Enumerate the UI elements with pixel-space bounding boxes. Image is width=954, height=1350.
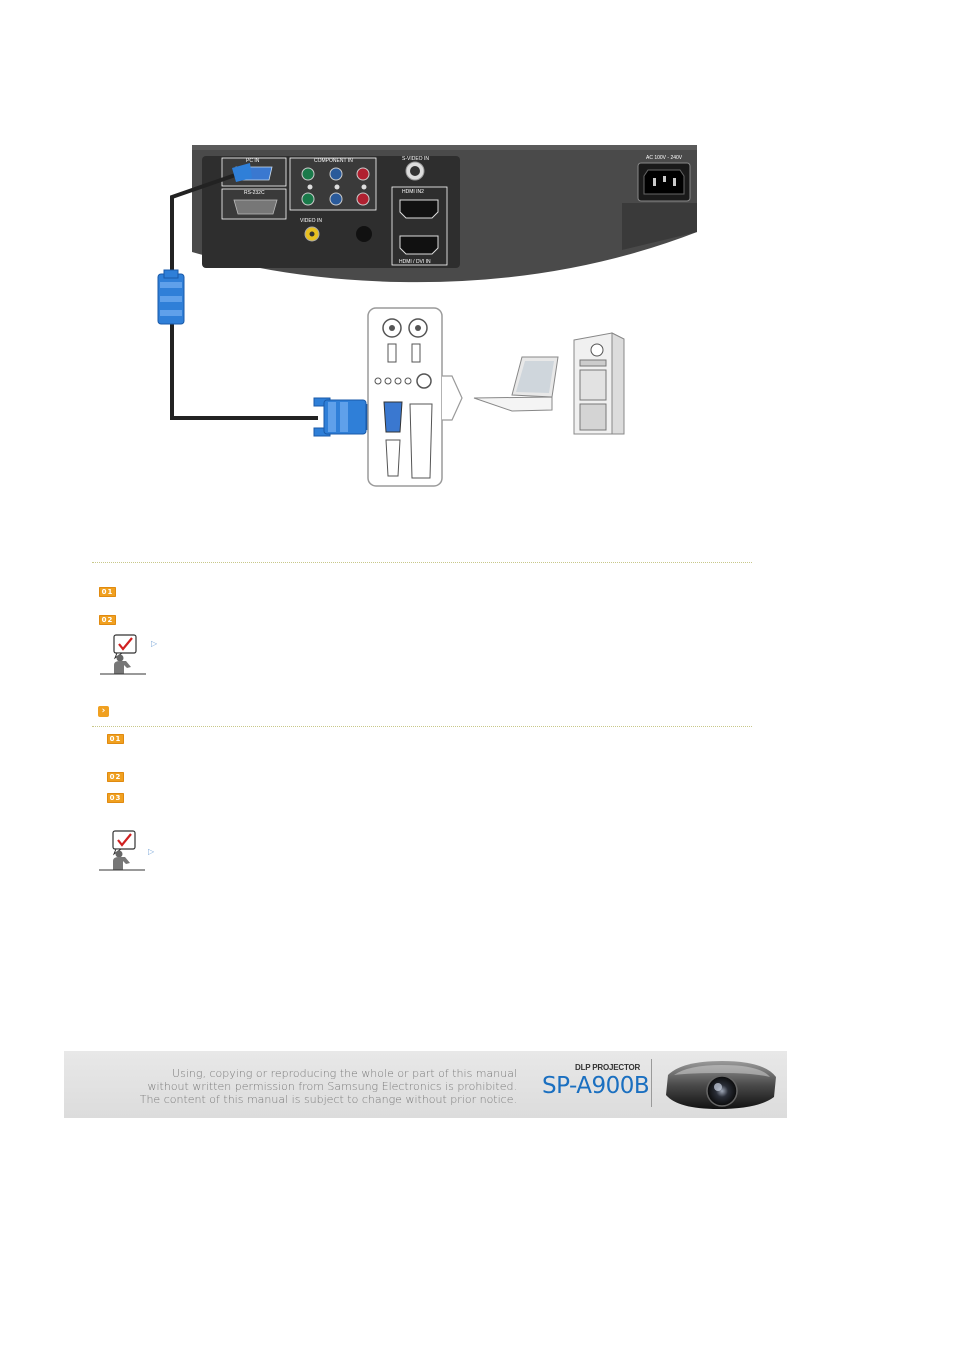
pc-in-label: PC IN [246, 158, 260, 164]
chevron-right-icon: › [98, 706, 109, 717]
check-note-icon [99, 830, 145, 871]
check-note-icon [100, 634, 146, 675]
laptop-illustration [473, 356, 559, 412]
ac-in-label: AC 100V - 240V [646, 155, 683, 161]
video-in-label: VIDEO IN [300, 218, 322, 224]
vga-cable [157, 163, 372, 437]
section-divider-top [92, 562, 752, 563]
product-model: SP-A900B [542, 1073, 650, 1099]
desktop-tower-illustration [573, 332, 625, 435]
projector-rear-panel: PC IN RS-232C COMPONENT IN VIDEO IN S-VI… [192, 145, 697, 283]
arrow-right-icon: ▷ [148, 847, 155, 856]
rs232c-label: RS-232C [244, 190, 265, 196]
substep-badge-01: 01 [107, 734, 124, 744]
footer-divider [651, 1059, 652, 1107]
arrow-right-icon: ▷ [151, 639, 158, 648]
product-kicker: DLP PROJECTOR [575, 1063, 641, 1072]
step-badge-02: 02 [99, 615, 116, 625]
section-divider-middle [92, 726, 752, 727]
copyright-line: Using, copying or reproducing the whole … [172, 1067, 517, 1080]
substep-badge-03: 03 [107, 793, 124, 803]
substep-badge-02: 02 [107, 772, 124, 782]
hdmi-in2-label: HDMI IN2 [402, 189, 424, 195]
s-video-in-label: S-VIDEO IN [402, 156, 429, 162]
copyright-notice: Using, copying or reproducing the whole … [140, 1067, 517, 1106]
pc-back-panel [367, 307, 463, 487]
step-badge-01: 01 [99, 587, 116, 597]
copyright-line: The content of this manual is subject to… [139, 1093, 517, 1106]
copyright-line: without written permission from Samsung … [147, 1080, 517, 1093]
component-in-label: COMPONENT IN [314, 158, 353, 164]
projector-icon [666, 1061, 776, 1109]
hdmi-in1-label: HDMI / DVI IN [399, 259, 431, 265]
footer-banner: Using, copying or reproducing the whole … [64, 1051, 787, 1118]
connection-diagram: PC IN RS-232C COMPONENT IN VIDEO IN S-VI… [157, 145, 697, 487]
